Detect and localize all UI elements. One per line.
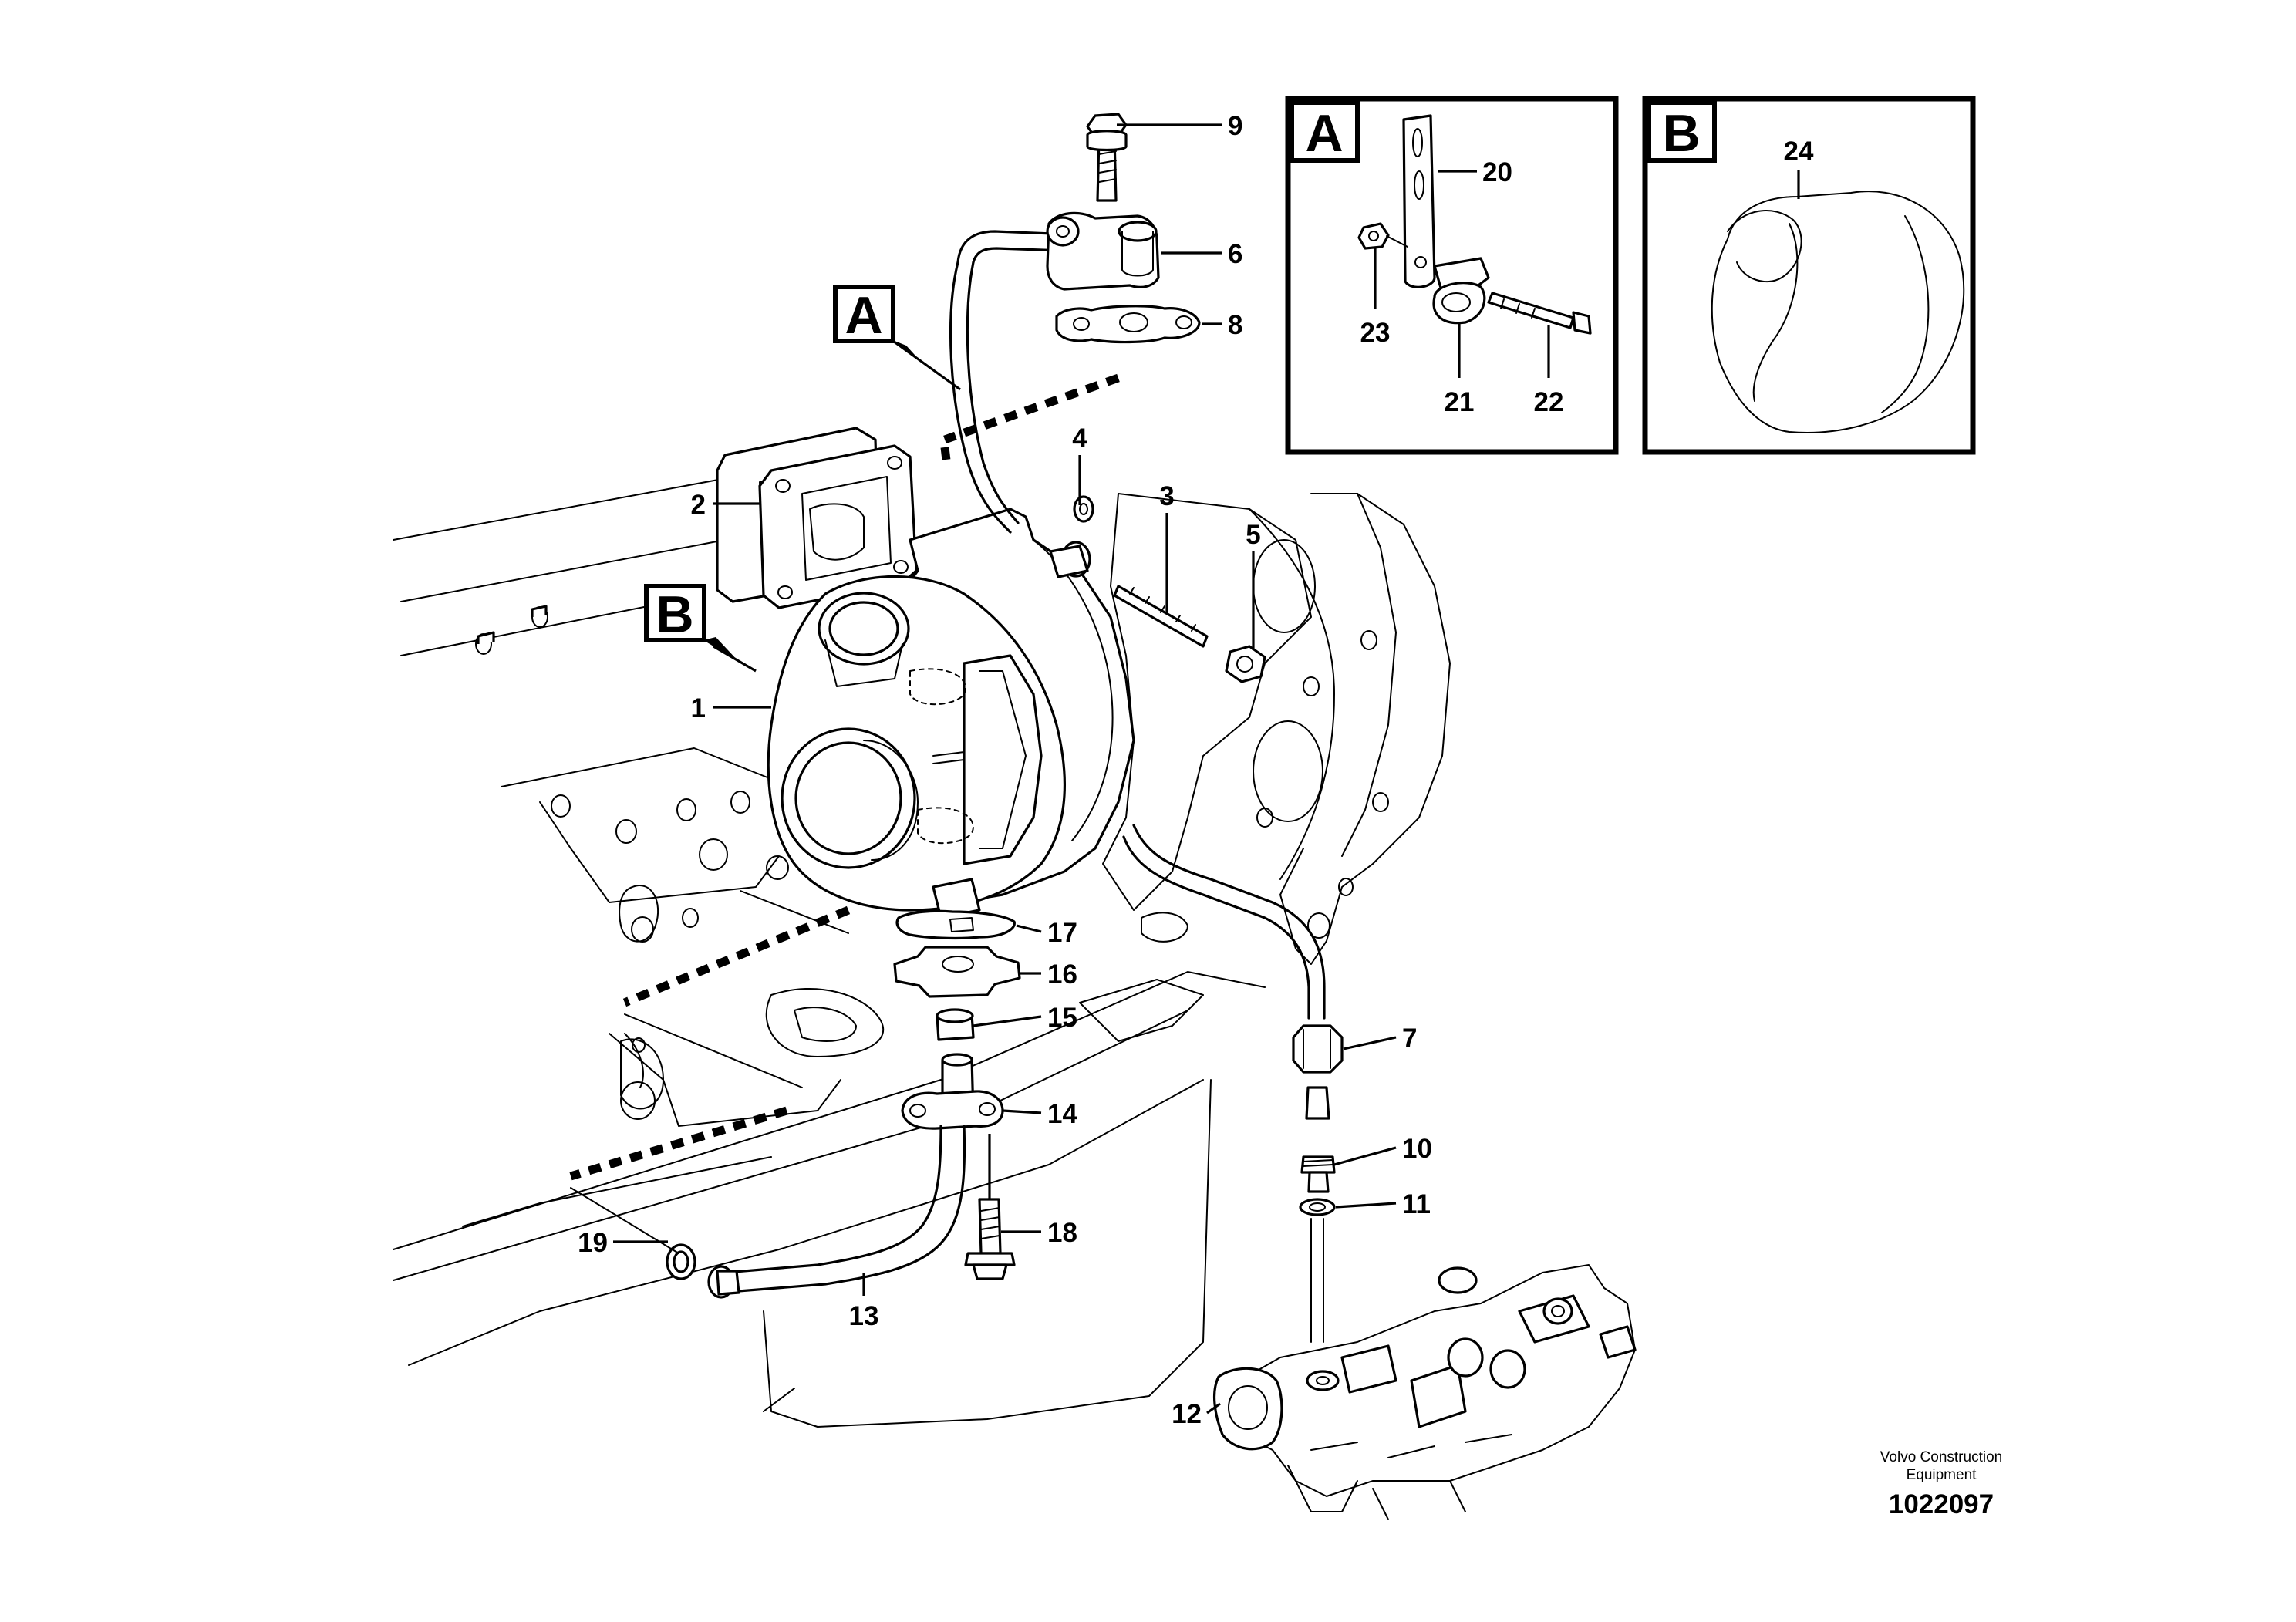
- callout-3: 3: [1159, 481, 1174, 511]
- box-letter-a-detail: A: [1305, 104, 1343, 163]
- callout-2: 2: [691, 490, 706, 520]
- box-letter-b-detail: B: [1662, 104, 1700, 163]
- footer-company-line1: Volvo Construction: [1880, 1449, 2002, 1465]
- callout-11: 11: [1402, 1189, 1431, 1219]
- oil-drain-assembly: [666, 909, 1021, 1299]
- main-detail-markers: [644, 285, 922, 662]
- turbocharger: [767, 508, 1135, 919]
- oil-feed-pipe: [949, 230, 1326, 1020]
- box-letter-a-main: A: [845, 286, 882, 345]
- engine-block-outline: [393, 462, 1451, 1428]
- callout-10: 10: [1402, 1134, 1432, 1164]
- exhaust-flange-gasket: [716, 427, 918, 609]
- callout-1: 1: [691, 693, 706, 723]
- callout-22: 22: [1534, 387, 1564, 417]
- callout-16: 16: [1047, 959, 1077, 990]
- callout-8: 8: [1228, 310, 1242, 340]
- callout-14: 14: [1047, 1099, 1077, 1129]
- callout-9: 9: [1228, 111, 1242, 141]
- callout-6: 6: [1228, 239, 1242, 269]
- callout-21: 21: [1445, 387, 1475, 417]
- assembly-reference-lines: [569, 373, 1120, 1254]
- detail-box-a: [1285, 96, 1619, 455]
- oil-line-fittings: [1292, 1024, 1344, 1343]
- callout-5: 5: [1246, 520, 1260, 550]
- footer-drawing-number: 1022097: [1889, 1489, 1994, 1519]
- turbo-stud-and-nut: [1049, 495, 1266, 683]
- callout-19: 19: [578, 1228, 608, 1258]
- callout-18: 18: [1047, 1218, 1077, 1248]
- callout-4: 4: [1072, 423, 1087, 454]
- callout-12: 12: [1172, 1399, 1202, 1429]
- callout-7: 7: [1402, 1023, 1417, 1054]
- box-letter-b-main: B: [656, 585, 693, 644]
- callout-24: 24: [1784, 137, 1814, 167]
- callout-23: 23: [1360, 318, 1391, 348]
- banjo-fitting-assembly: [1046, 113, 1201, 344]
- callout-20: 20: [1482, 157, 1512, 187]
- callout-17: 17: [1047, 918, 1077, 948]
- oil-manifold-housing: [1213, 1264, 1637, 1520]
- detail-box-b: [1642, 96, 1976, 455]
- footer-company-line2: Equipment: [1907, 1467, 1977, 1483]
- callout-15: 15: [1047, 1003, 1077, 1033]
- callout-13: 13: [849, 1301, 879, 1331]
